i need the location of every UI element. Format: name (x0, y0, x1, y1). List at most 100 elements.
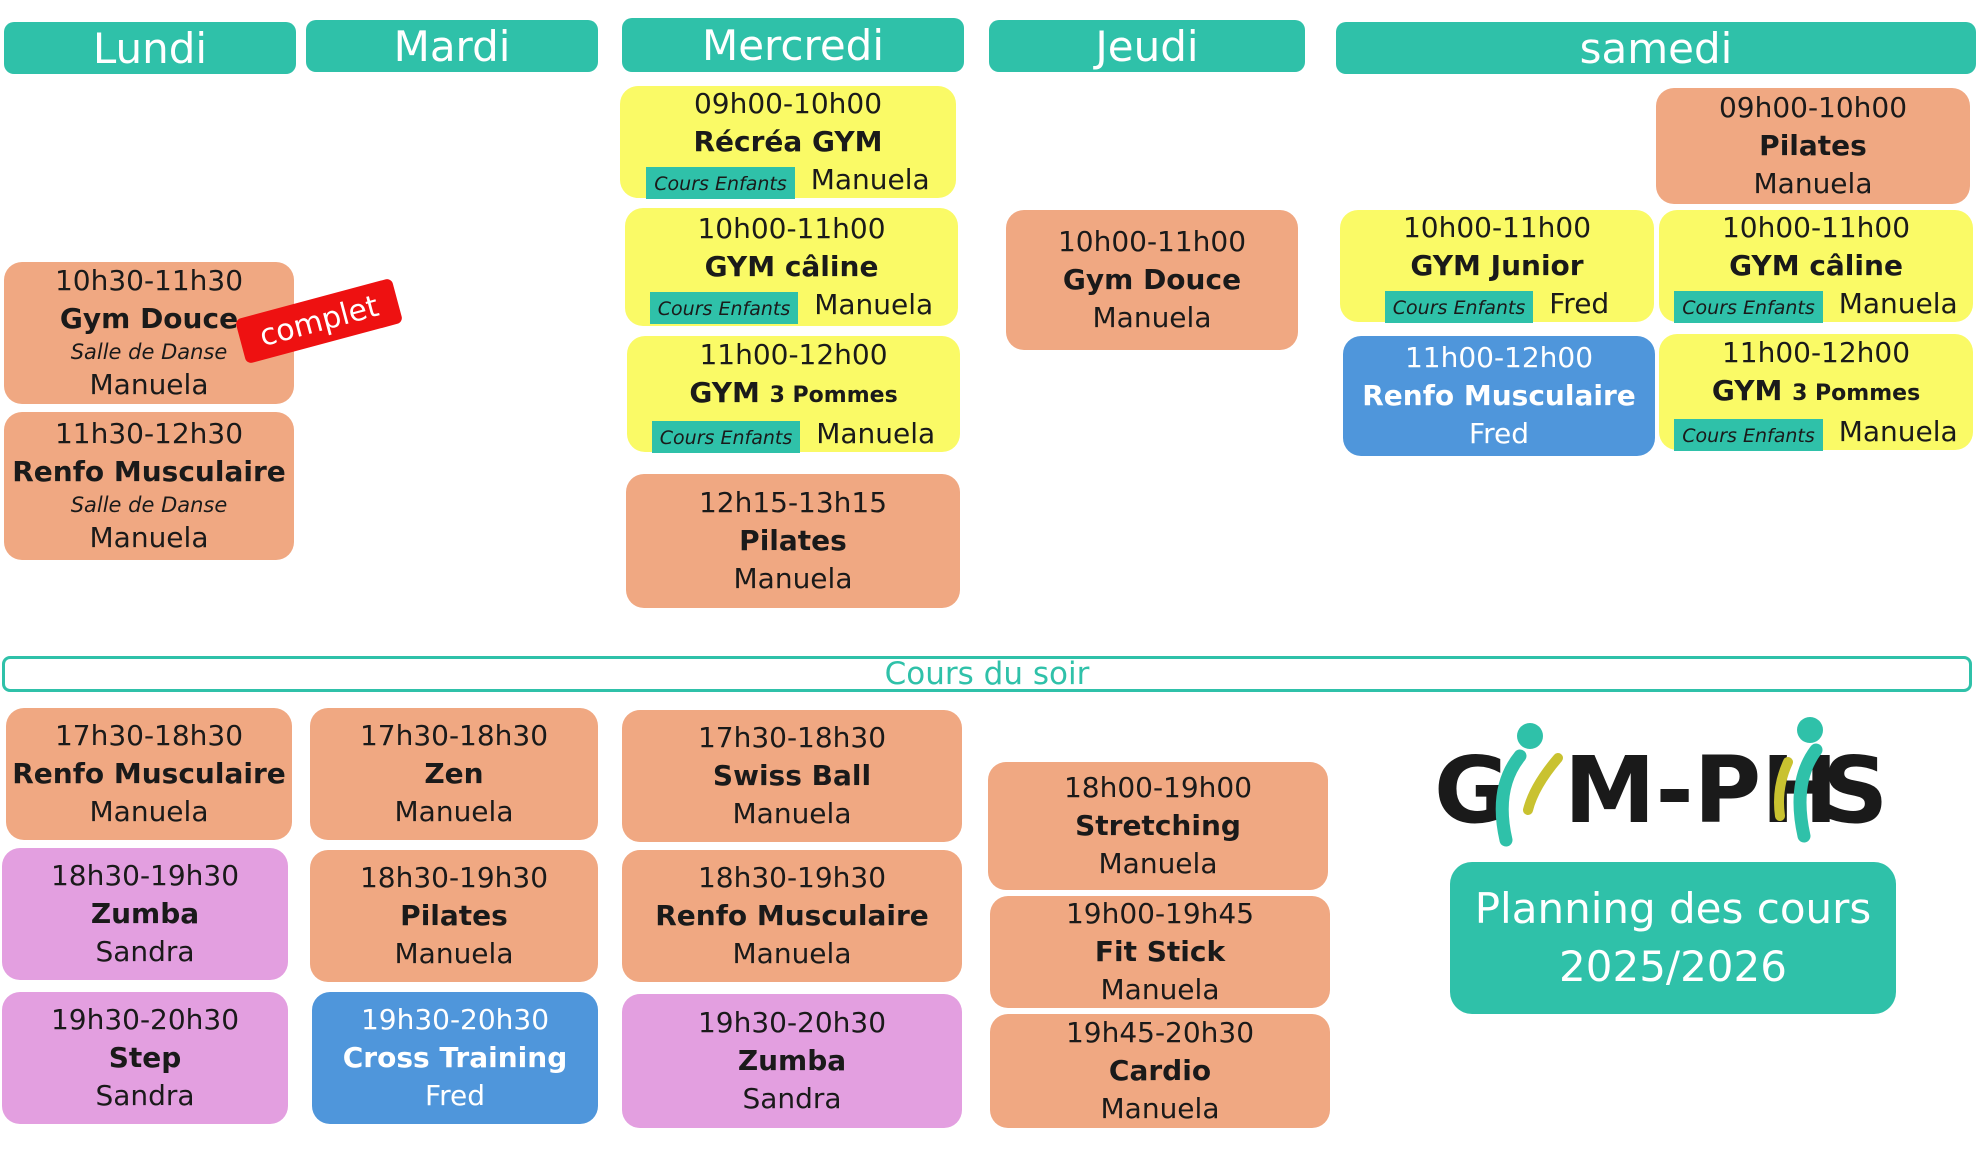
course-name: Swiss Ball (712, 759, 872, 792)
course-card: 19h30-20h30 Zumba Sandra (622, 994, 962, 1128)
course-time: 19h00-19h45 (1065, 897, 1255, 930)
course-coach: Manuela (1100, 1092, 1220, 1125)
course-card: 18h00-19h00 Stretching Manuela (988, 762, 1328, 890)
course-name: Zumba (737, 1044, 847, 1077)
day-header-jeudi: Jeudi (989, 20, 1305, 72)
logo-figure-arm-2 (1774, 757, 1793, 821)
course-coach: Manuela (1838, 414, 1958, 448)
course-name: Renfo Musculaire (1362, 379, 1636, 412)
course-time: 12h15-13h15 (698, 486, 888, 519)
course-name: Récréa GYM (693, 125, 883, 158)
course-card: 11h00-12h00 GYM 3 Pommes Cours Enfants M… (627, 336, 960, 453)
cours-enfants-tag: Cours Enfants (1674, 418, 1823, 451)
course-time: 19h30-20h30 (50, 1003, 240, 1036)
course-coach: Manuela (1100, 973, 1220, 1006)
course-card: 11h00-12h00 GYM 3 Pommes Cours Enfants M… (1659, 334, 1973, 451)
course-card: 19h00-19h45 Fit Stick Manuela (990, 896, 1330, 1008)
planning-year: 2025/2026 (1559, 942, 1787, 991)
cours-enfants-tag: Cours Enfants (649, 292, 799, 324)
course-coach: Manuela (1098, 847, 1218, 880)
course-coach: Sandra (742, 1082, 842, 1115)
course-footer: Cours Enfants Manuela (1659, 413, 1973, 451)
course-name: Step (108, 1041, 182, 1074)
course-coach: Manuela (732, 937, 852, 970)
course-coach: Fred (1549, 287, 1610, 320)
course-coach: Manuela (394, 795, 514, 828)
gym-phys-logo: G M-PH S (1434, 717, 1888, 847)
course-name: Stretching (1075, 809, 1241, 842)
course-name: Cross Training (342, 1041, 568, 1074)
logo-letter-s: S (1822, 737, 1888, 844)
course-time: 19h30-20h30 (360, 1003, 550, 1036)
course-coach: Manuela (732, 797, 852, 830)
course-card: 10h00-11h00 GYM câline Cours Enfants Man… (1659, 210, 1973, 323)
course-time: 18h30-19h30 (50, 859, 240, 892)
course-card: 09h00-10h00 Récréa GYM Cours Enfants Man… (620, 86, 956, 199)
course-time: 18h00-19h00 (1063, 771, 1253, 804)
course-footer: Cours Enfants Manuela (1659, 285, 1973, 323)
course-coach: Fred (425, 1079, 485, 1112)
course-time: 11h00-12h00 (1721, 335, 1911, 369)
course-card: 12h15-13h15 Pilates Manuela (626, 474, 960, 608)
course-coach: Manuela (733, 562, 853, 595)
course-name-main: GYM (689, 375, 760, 409)
course-name: GYM câline (1729, 249, 1903, 282)
course-card: 18h30-19h30 Renfo Musculaire Manuela (622, 850, 962, 982)
course-time: 11h00-12h00 (1404, 341, 1594, 374)
course-footer: Cours Enfants Manuela (620, 161, 956, 199)
course-name: Pilates (739, 524, 847, 557)
course-name: GYM 3 Pommes (1712, 372, 1920, 413)
cours-enfants-tag: Cours Enfants (646, 167, 795, 199)
course-time: 10h00-11h00 (697, 212, 886, 245)
course-time: 18h30-19h30 (359, 861, 549, 894)
course-room: Salle de Danse (70, 493, 228, 517)
course-card: 17h30-18h30 Zen Manuela (310, 708, 598, 840)
course-time: 17h30-18h30 (54, 719, 244, 752)
course-card: 10h00-11h00 Gym Douce Manuela (1006, 210, 1298, 350)
course-name: Pilates (1759, 129, 1867, 162)
day-header-lundi: Lundi (4, 22, 296, 74)
course-name: Gym Douce (1062, 263, 1242, 296)
course-name: Zumba (90, 897, 200, 930)
course-time: 18h30-19h30 (697, 861, 887, 894)
course-time: 10h30-11h30 (54, 264, 244, 297)
course-card: 09h00-10h00 Pilates Manuela (1656, 88, 1970, 204)
course-coach: Manuela (1092, 301, 1212, 334)
course-card: 11h00-12h00 Renfo Musculaire Fred (1343, 336, 1655, 456)
course-card: 18h30-19h30 Zumba Sandra (2, 848, 288, 980)
course-coach: Manuela (1838, 287, 1958, 320)
course-coach: Manuela (394, 937, 514, 970)
course-name: GYM Junior (1410, 249, 1584, 282)
course-name: Renfo Musculaire (12, 455, 286, 488)
course-card: 10h00-11h00 GYM Junior Cours Enfants Fre… (1340, 210, 1654, 323)
course-time: 17h30-18h30 (359, 719, 549, 752)
course-footer: Cours Enfants Fred (1340, 285, 1654, 323)
planning-title: Planning des cours (1474, 884, 1872, 933)
day-header-samedi: samedi (1336, 22, 1976, 74)
course-coach: Sandra (95, 1079, 195, 1112)
course-time: 19h45-20h30 (1065, 1016, 1255, 1049)
course-time: 11h00-12h00 (699, 337, 888, 371)
course-time: 10h00-11h00 (1721, 211, 1911, 244)
course-coach: Manuela (810, 163, 930, 196)
course-time: 17h30-18h30 (697, 721, 887, 754)
course-name: Fit Stick (1094, 935, 1226, 968)
logo-figure-head-2 (1797, 717, 1823, 743)
course-name: Zen (424, 757, 484, 790)
logo-text-mph: M-PH (1564, 737, 1838, 844)
course-time: 10h00-11h00 (1057, 225, 1247, 258)
course-time: 09h00-10h00 (693, 87, 883, 120)
course-name-main: GYM (1711, 373, 1783, 407)
course-card: 17h30-18h30 Renfo Musculaire Manuela (6, 708, 292, 840)
course-time: 10h00-11h00 (1402, 211, 1592, 244)
logo-figure-head (1517, 723, 1543, 749)
course-coach: Manuela (89, 368, 209, 401)
course-footer: Cours Enfants Manuela (627, 415, 960, 453)
logo-figure-arm (1523, 753, 1563, 815)
course-name-sub: 3 Pommes (769, 382, 898, 408)
course-name: Pilates (400, 899, 508, 932)
course-card: 19h30-20h30 Cross Training Fred (312, 992, 598, 1124)
course-coach: Sandra (95, 935, 195, 968)
course-card: 19h45-20h30 Cardio Manuela (990, 1014, 1330, 1128)
course-coach: Manuela (89, 795, 209, 828)
